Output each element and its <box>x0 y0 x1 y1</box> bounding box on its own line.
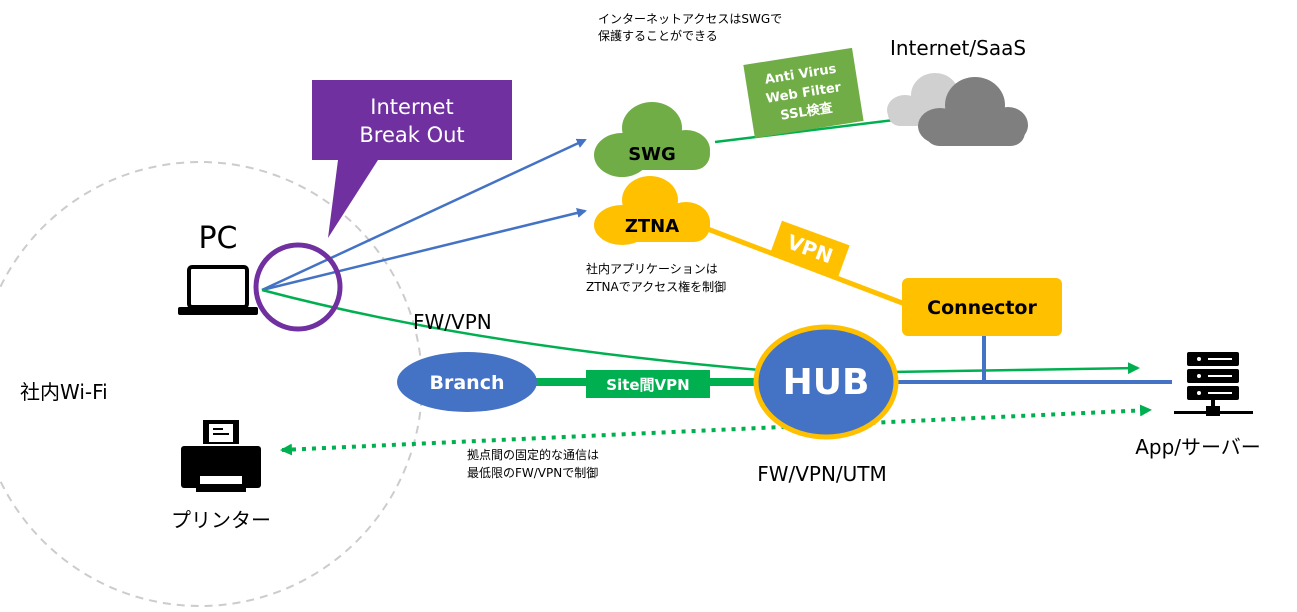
server-icon <box>1174 352 1253 416</box>
internet-label: Internet/SaaS <box>890 36 1026 60</box>
line-printer-server <box>280 404 1152 456</box>
hub-caption: FW/VPN/UTM <box>757 462 887 486</box>
swg-label: SWG <box>628 144 676 165</box>
swg-features-tag: Anti Virus Web Filter SSL検査 <box>743 47 864 139</box>
fw-vpn-label: FW/VPN <box>413 310 492 334</box>
line-pc-swg <box>261 138 587 292</box>
laptop-icon <box>178 265 258 315</box>
connector-box: Connector <box>902 278 1062 336</box>
site-vpn-tag: Site間VPN <box>586 370 710 398</box>
breakout-ring <box>253 242 343 332</box>
site-vpn-label: Site間VPN <box>606 376 689 394</box>
line-swg-internet <box>714 113 912 144</box>
sites-note-line1: 拠点間の固定的な通信は <box>467 447 599 462</box>
hub-node: HUB <box>753 324 899 440</box>
ztna-cloud: ZTNA <box>594 176 710 245</box>
swg-note-line1: インターネットアクセスはSWGで <box>598 12 782 26</box>
ztna-note-line2: ZTNAでアクセス権を制御 <box>586 279 726 294</box>
connector-label: Connector <box>927 297 1037 319</box>
line-pc-hub <box>261 288 761 372</box>
pc-label: PC <box>198 221 237 256</box>
line-hub-server <box>889 362 1140 375</box>
branch-node: Branch <box>397 352 537 412</box>
line-ztna-connector <box>704 225 906 307</box>
swg-cloud: SWG <box>594 102 710 177</box>
printer-icon <box>181 420 261 492</box>
callout-line1: Internet <box>370 95 453 119</box>
sites-note-line2: 最低限のFW/VPNで制御 <box>467 465 598 480</box>
cloud-icon <box>887 73 1028 146</box>
printer-label: プリンター <box>171 508 271 532</box>
server-label: App/サーバー <box>1135 435 1261 459</box>
ztna-note-line1: 社内アプリケーションは <box>586 261 718 276</box>
hub-label: HUB <box>783 362 870 403</box>
callout-line2: Break Out <box>359 123 464 147</box>
ztna-label: ZTNA <box>625 216 679 237</box>
branch-label: Branch <box>430 372 505 394</box>
line-pc-ztna <box>261 208 587 292</box>
wifi-label: 社内Wi-Fi <box>20 380 108 404</box>
breakout-callout: Internet Break Out <box>312 80 512 238</box>
swg-note-line2: 保護することができる <box>598 28 718 43</box>
